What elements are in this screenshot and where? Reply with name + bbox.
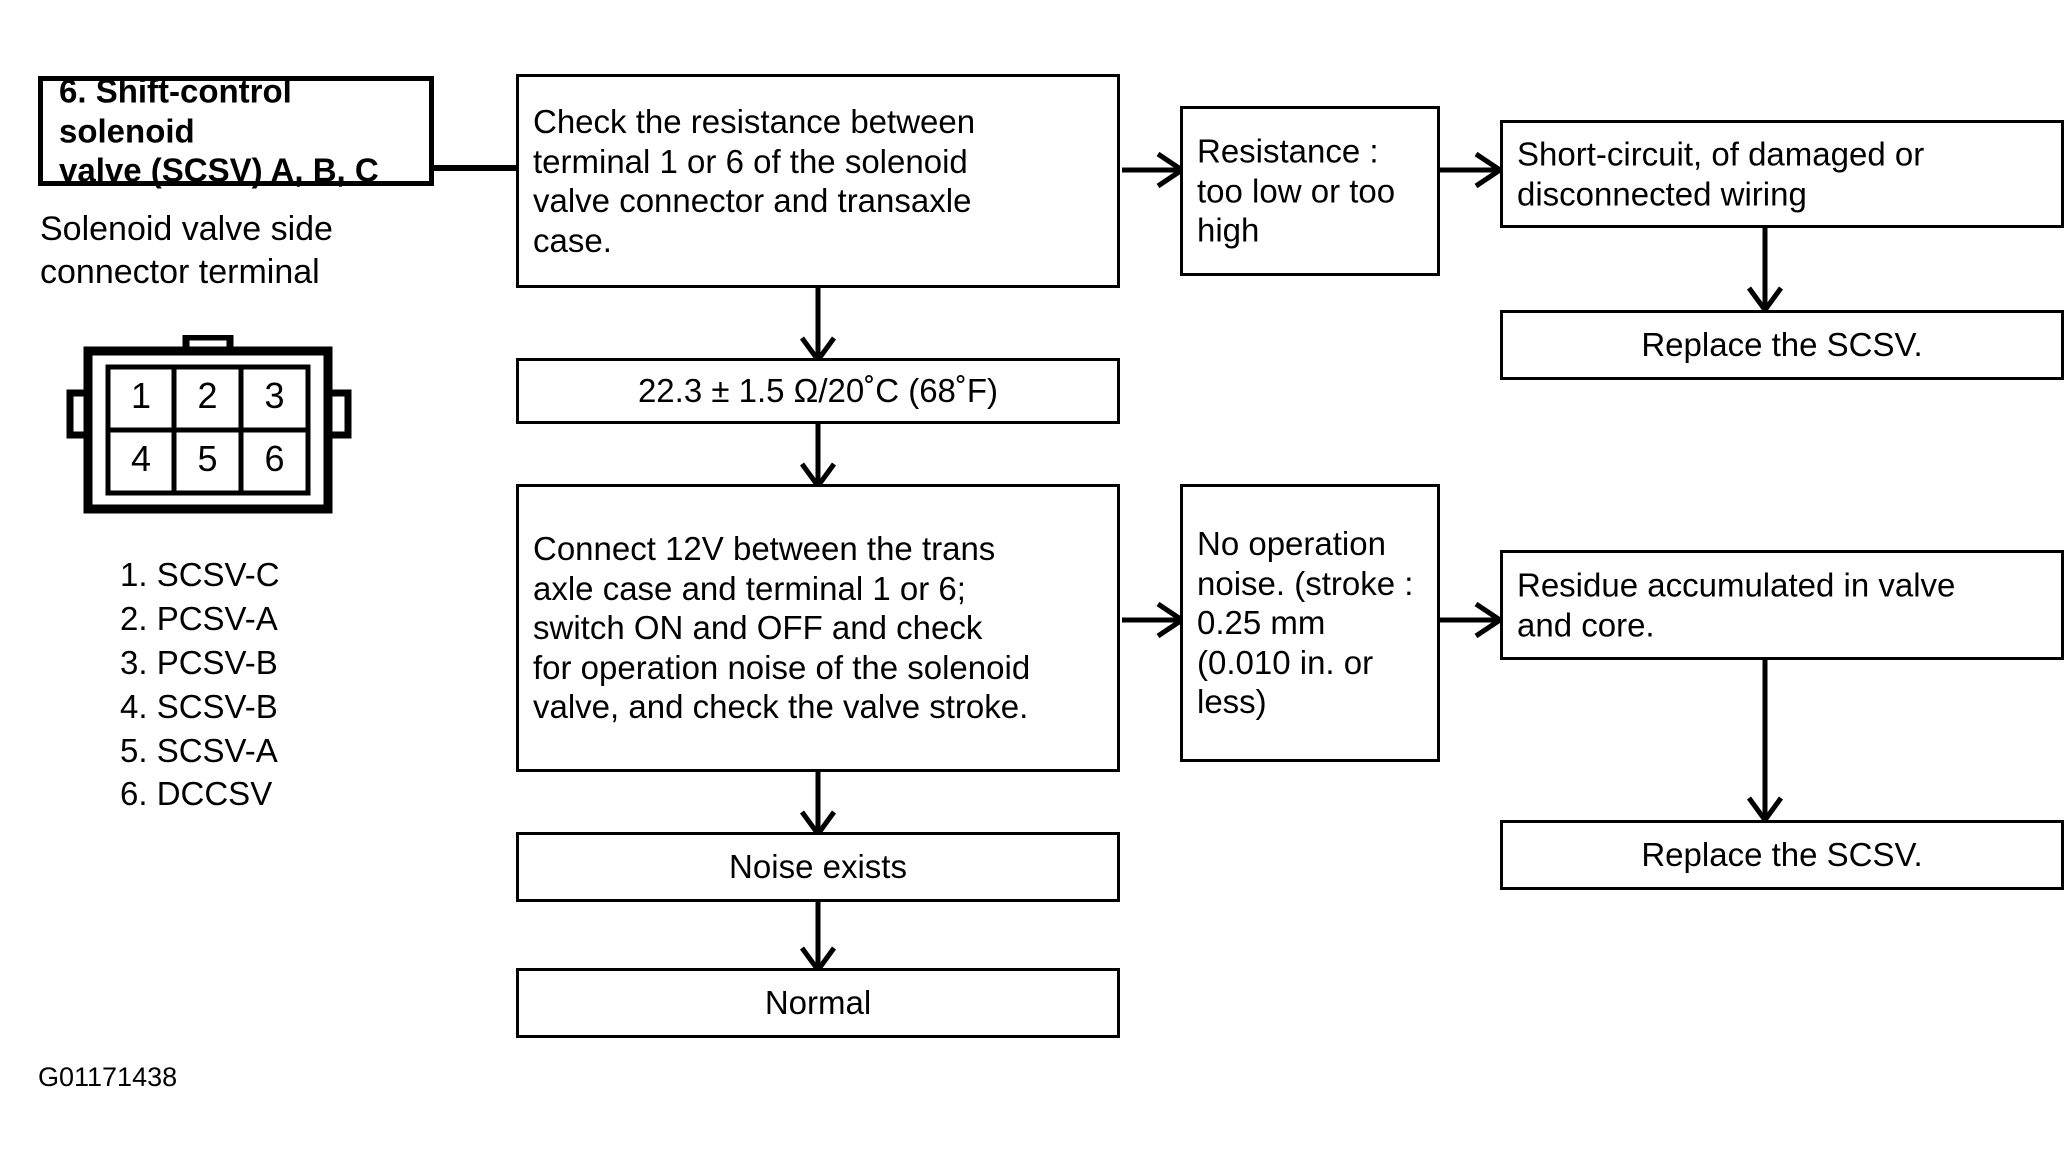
result-noise-exists-box: Noise exists [516,832,1120,902]
condition-resistance-bad-box: Resistance : too low or too high [1180,106,1440,276]
connector-caption: Solenoid valve side connector terminal [40,210,333,292]
spec-resistance-box: 22.3 ± 1.5 Ω/20˚C (68˚F) [516,358,1120,424]
condition-no-noise-text: No operation noise. (stroke : 0.25 mm (0… [1197,525,1414,721]
result-noise-exists-text: Noise exists [729,848,907,886]
condition-resistance-bad-text: Resistance : too low or too high [1197,132,1396,249]
step-check-resistance-text: Check the resistance between terminal 1 … [533,102,976,259]
action-replace-scsv-box-1: Replace the SCSV. [1500,310,2064,380]
connector-terminal-drawing [66,335,352,514]
action-replace-scsv-text-2: Replace the SCSV. [1641,836,1923,874]
terminal-cell-3: 3 [264,375,285,416]
cause-residue-text: Residue accumulated in valve and core. [1517,566,1956,643]
title-box-label: 6. Shift-control solenoid valve (SCSV) A… [59,72,379,189]
step-check-resistance-box: Check the resistance between terminal 1 … [516,74,1120,288]
terminal-cell-6: 6 [264,438,285,479]
figure-id-code: G01171438 [38,1062,178,1092]
result-normal-box: Normal [516,968,1120,1038]
cause-wiring-box: Short-circuit, of damaged or disconnecte… [1500,120,2064,228]
condition-no-noise-box: No operation noise. (stroke : 0.25 mm (0… [1180,484,1440,762]
terminal-cell-1: 1 [130,375,152,416]
terminal-cell-4: 4 [130,438,152,479]
terminal-legend-list: 1. SCSV-C 2. PCSV-A 3. PCSV-B 4. SCSV-B … [120,556,280,813]
action-replace-scsv-box-2: Replace the SCSV. [1500,820,2064,890]
result-normal-text: Normal [764,984,872,1022]
step-connect-12v-box: Connect 12V between the trans axle case … [516,484,1120,772]
spec-resistance-text: 22.3 ± 1.5 Ω/20˚C (68˚F) [637,372,999,410]
title-box-scsv: 6. Shift-control solenoid valve (SCSV) A… [38,73,434,189]
step-connect-12v-text: Connect 12V between the trans axle case … [533,530,1031,726]
connector-terminal-diagram: 1 2 3 4 5 6 [60,335,360,525]
action-replace-scsv-text-1: Replace the SCSV. [1641,326,1923,364]
cause-residue-box: Residue accumulated in valve and core. [1500,550,2064,660]
terminal-cell-2: 2 [197,375,218,416]
cause-wiring-text: Short-circuit, of damaged or disconnecte… [1517,135,1925,212]
terminal-cell-5: 5 [197,438,218,479]
